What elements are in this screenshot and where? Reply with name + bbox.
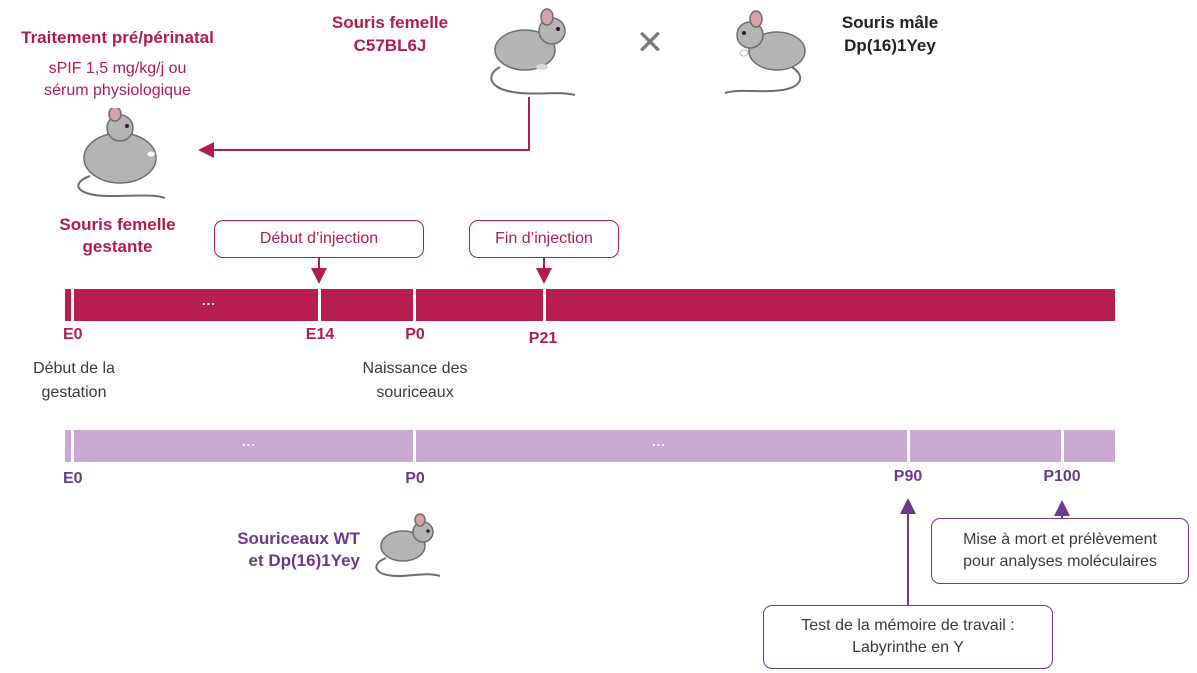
sacrifice-line2: pour analyses moléculaires: [963, 553, 1157, 570]
gestation-start-line2: gestation: [41, 384, 107, 401]
top-label-p21: P21: [528, 330, 558, 347]
sacrifice-box: Mise à mort et prélèvement pour analyses…: [931, 518, 1189, 584]
injection-start-label: Début d’injection: [259, 230, 379, 247]
bottom-tick-p90: [907, 430, 910, 462]
top-tick-e0: [71, 289, 74, 321]
cross-icon: ✕: [635, 24, 665, 62]
injection-end-box: Fin d’injection: [469, 220, 619, 258]
injection-start-box: Début d’injection: [214, 220, 424, 258]
bottom-label-p0: P0: [405, 470, 425, 487]
top-label-e14: E14: [305, 326, 335, 343]
pups-mouse-icon: [375, 513, 441, 578]
treatment-dose-line2: sérum physiologique: [44, 82, 191, 99]
treatment-title: Traitement pré/périnatal: [21, 28, 214, 47]
top-label-p0: P0: [405, 326, 425, 343]
pregnant-label-line2: gestante: [82, 237, 153, 256]
male-label-line2: Dp(16)1Yey: [844, 36, 936, 55]
memory-test-box: Test de la mémoire de travail : Labyrint…: [763, 605, 1053, 669]
bottom-tick-p0: [413, 430, 416, 462]
pregnant-mouse-icon: [77, 108, 166, 199]
female-label-line2: C57BL6J: [353, 36, 427, 55]
bottom-ellipsis-2: ...: [652, 434, 666, 449]
injection-end-label: Fin d’injection: [495, 230, 593, 247]
top-ellipsis: ...: [202, 293, 216, 308]
birth-line1: Naissance des: [362, 360, 468, 377]
bottom-label-e0: E0: [63, 470, 83, 487]
female-to-pregnant-arrow: [198, 97, 530, 158]
treatment-dose-line1: sPIF 1,5 mg/kg/j ou: [48, 60, 187, 77]
female-label-line1: Souris femelle: [331, 13, 449, 32]
top-tick-p0: [413, 289, 416, 321]
bottom-label-p100: P100: [1043, 468, 1081, 485]
top-label-e0: E0: [63, 326, 83, 343]
birth-line2: souriceaux: [376, 384, 454, 401]
memory-test-line2: Labyrinthe en Y: [852, 639, 964, 656]
top-tick-p21: [543, 289, 546, 321]
bottom-tick-p100: [1061, 430, 1064, 462]
pups-label-line2: et Dp(16)1Yey: [248, 551, 361, 570]
bottom-tick-e0: [71, 430, 74, 462]
top-tick-e14: [318, 289, 321, 321]
pups-label-line1: Souriceaux WT: [237, 529, 360, 548]
sacrifice-line1: Mise à mort et prélèvement: [963, 531, 1157, 548]
male-mouse-icon: [724, 10, 806, 94]
male-label-line1: Souris mâle: [841, 13, 939, 32]
pregnant-label-line1: Souris femelle: [59, 215, 176, 234]
top-timeline-bar: [65, 289, 1115, 321]
bottom-label-p90: P90: [893, 468, 923, 485]
bottom-timeline-bar: [65, 430, 1115, 462]
female-mouse-icon: [490, 8, 576, 96]
bottom-ellipsis-1: ...: [242, 434, 256, 449]
memory-test-line1: Test de la mémoire de travail :: [801, 617, 1015, 634]
gestation-start-line1: Début de la: [33, 360, 115, 377]
